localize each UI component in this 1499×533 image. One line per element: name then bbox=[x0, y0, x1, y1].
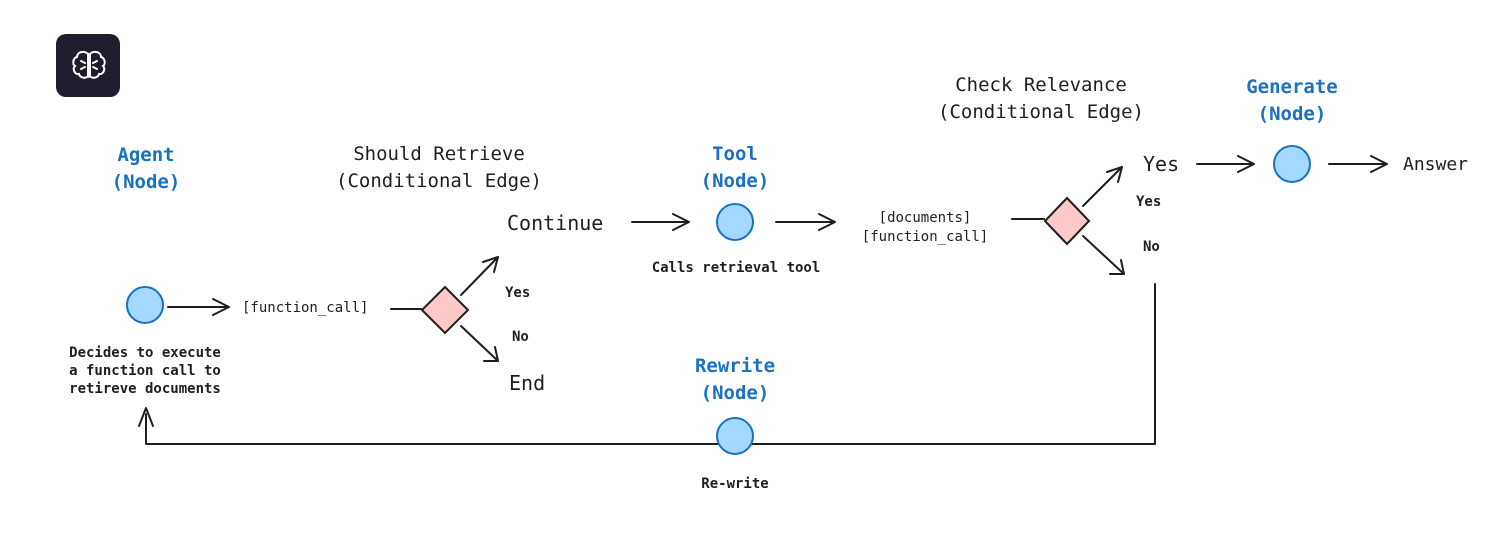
end-label: End bbox=[509, 371, 545, 395]
arrow-yes-to-generate bbox=[1196, 155, 1255, 173]
rewrite-subtitle: (Node) bbox=[701, 382, 770, 404]
check-relevance-yes-branch: Yes bbox=[1143, 152, 1179, 176]
should-retrieve-subtitle: (Conditional Edge) bbox=[336, 170, 542, 192]
answer-label: Answer bbox=[1403, 154, 1468, 175]
function-call-label: [function_call] bbox=[242, 300, 368, 316]
arrow-tool-to-output bbox=[775, 213, 836, 231]
arrow-should-retrieve-no bbox=[460, 325, 499, 362]
arrow-should-retrieve-yes bbox=[460, 256, 499, 296]
agent-desc-line-2: a function call to bbox=[69, 363, 221, 379]
generate-title: Generate bbox=[1246, 76, 1338, 98]
check-relevance-diamond bbox=[1043, 196, 1091, 246]
tool-output-documents: [documents] bbox=[879, 210, 972, 226]
arrow-continue-to-tool bbox=[631, 213, 690, 231]
tool-subtitle: (Node) bbox=[701, 170, 770, 192]
tool-output-function-call: [function_call] bbox=[862, 229, 988, 245]
arrow-check-relevance-no bbox=[1082, 235, 1125, 275]
generate-subtitle: (Node) bbox=[1258, 103, 1327, 125]
should-retrieve-yes-label: Yes bbox=[505, 285, 530, 301]
should-retrieve-no-label: No bbox=[512, 329, 529, 345]
rewrite-title: Rewrite bbox=[695, 355, 775, 377]
should-retrieve-title: Should Retrieve bbox=[353, 143, 525, 165]
arrow-generate-to-answer bbox=[1328, 155, 1388, 173]
tool-title: Tool bbox=[712, 143, 758, 165]
tool-desc: Calls retrieval tool bbox=[652, 260, 821, 276]
agent-desc-line-1: Decides to execute bbox=[69, 345, 221, 361]
rewrite-node bbox=[716, 417, 754, 455]
generate-node bbox=[1273, 145, 1311, 183]
brain-icon bbox=[72, 50, 106, 79]
should-retrieve-diamond bbox=[420, 285, 470, 335]
arrow-agent-to-function-call bbox=[167, 298, 230, 316]
logo bbox=[56, 34, 120, 97]
continue-label: Continue bbox=[507, 211, 603, 235]
agent-node bbox=[126, 286, 164, 324]
check-relevance-subtitle: (Conditional Edge) bbox=[938, 101, 1144, 123]
arrow-check-relevance-yes bbox=[1082, 166, 1123, 207]
agent-desc-line-3: retireve documents bbox=[69, 381, 221, 397]
check-relevance-yes-small: Yes bbox=[1136, 194, 1161, 210]
loop-arrowhead-to-agent bbox=[138, 407, 154, 427]
check-relevance-title: Check Relevance bbox=[955, 74, 1127, 96]
loop-line-no-to-rewrite bbox=[145, 283, 1156, 445]
check-relevance-no-small: No bbox=[1143, 239, 1160, 255]
rewrite-desc: Re-write bbox=[701, 476, 768, 492]
tool-node bbox=[716, 203, 754, 241]
agent-title: Agent bbox=[117, 144, 174, 166]
agent-subtitle: (Node) bbox=[112, 171, 181, 193]
